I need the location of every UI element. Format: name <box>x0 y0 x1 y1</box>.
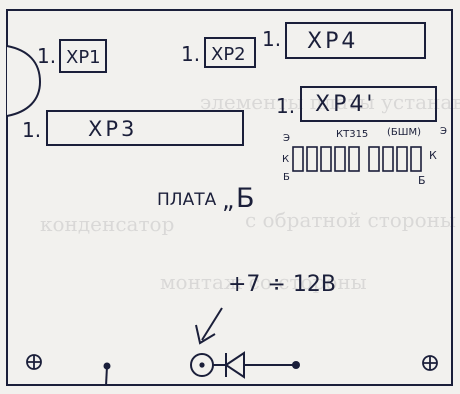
transistor-pin <box>410 146 422 172</box>
power-voltage-label: +7 ÷ 12В <box>228 272 336 297</box>
pin-label-b-right: Б <box>418 174 426 187</box>
show-through-text-4: монтаж со стороны <box>160 270 367 294</box>
board-outline <box>6 9 453 386</box>
pin-label-k-left: К <box>282 154 290 165</box>
connector-xp2: XP2 <box>204 37 256 68</box>
show-through-text-3: конденсатор <box>40 212 175 236</box>
pin-label-e-left: Э <box>283 133 290 144</box>
board-title-mark: Б <box>236 183 255 214</box>
transistor-pin <box>334 146 346 172</box>
connector-xp4-prime-label: XP4' <box>315 92 376 117</box>
connector-xp4: XP4 <box>285 22 426 59</box>
connector-xp4-prime: XP4' <box>300 86 437 122</box>
power-arrow <box>201 307 223 341</box>
mounting-hole-right <box>422 355 438 371</box>
connector-xp3-label: XP3 <box>88 117 138 141</box>
diode-end-dot <box>292 361 300 369</box>
connector-xp1: XP1 <box>59 39 107 73</box>
bottom-pin-dot <box>103 362 111 370</box>
xp2-count: 1. <box>181 42 201 66</box>
pin-label-e-right: Э <box>440 126 447 137</box>
connector-xp3: XP3 <box>46 110 244 146</box>
xp4-prime-count: 1. <box>276 94 296 118</box>
transistor-pin-row <box>292 146 422 172</box>
transistor-pin <box>320 146 332 172</box>
diode-triangle <box>224 351 245 379</box>
board-title: ПЛАТА <box>157 190 217 210</box>
transistor-type-label: КТ315 <box>336 129 369 140</box>
transistor-package-label: (БШМ) <box>387 127 421 138</box>
pin-label-k-right: К <box>429 149 437 162</box>
transistor-pin <box>348 146 360 172</box>
transistor-pin <box>306 146 318 172</box>
connector-xp2-label: XP2 <box>211 44 246 65</box>
xp3-count: 1. <box>22 118 42 142</box>
transistor-pin <box>382 146 394 172</box>
board-quote-mark: „ <box>222 186 235 214</box>
mounting-hole-left <box>26 354 42 370</box>
connector-xp1-label: XP1 <box>66 47 101 68</box>
connector-xp4-label: XP4 <box>307 29 359 54</box>
xp1-count: 1. <box>37 44 57 68</box>
transistor-pin <box>368 146 380 172</box>
xp4-count: 1. <box>262 27 282 51</box>
show-through-text-2: с обратной стороны <box>245 208 456 232</box>
pin-label-b-left: Б <box>283 172 290 183</box>
transistor-pin <box>292 146 304 172</box>
power-terminal-dot <box>199 362 205 368</box>
transistor-pin <box>396 146 408 172</box>
board-edge-cutout <box>6 45 42 117</box>
power-arrow-head <box>195 324 216 345</box>
